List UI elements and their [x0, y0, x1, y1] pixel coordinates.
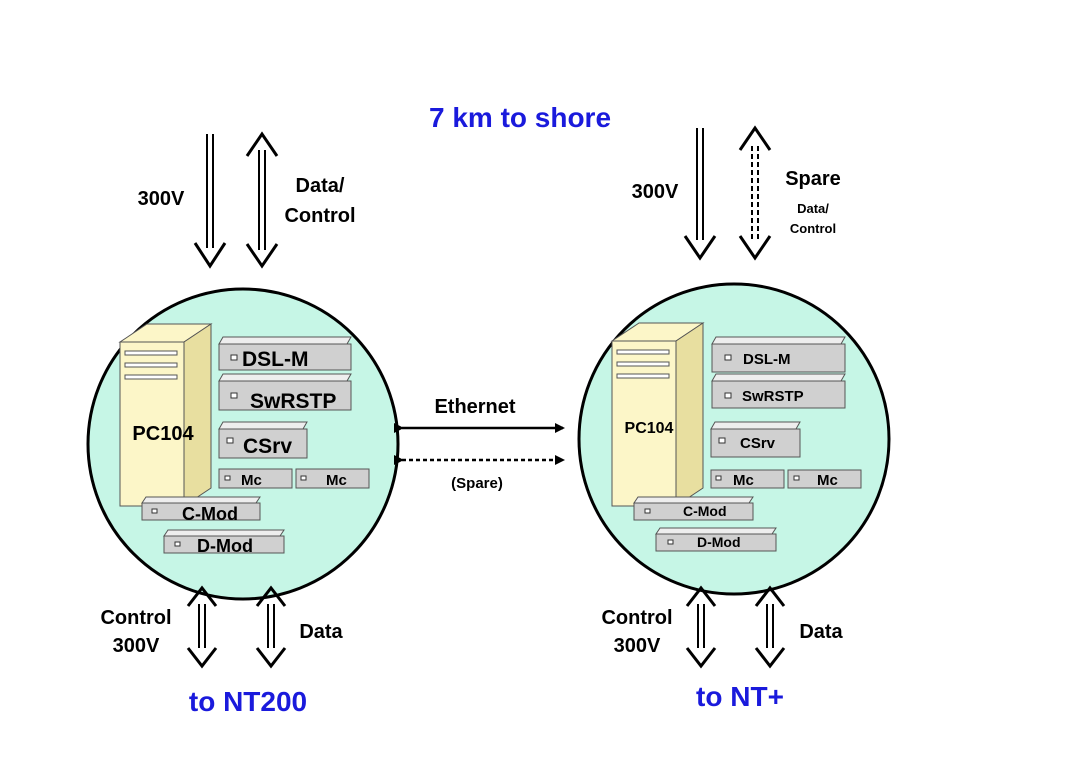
right-pc104-tower: [610, 322, 705, 507]
left-top-data-label-1: Data/: [296, 175, 345, 197]
right-data-bottom-bidir-arrow: [754, 585, 786, 669]
left-bottom-power-label: 300V: [113, 635, 160, 657]
left-mc1-label: Mc: [241, 472, 262, 489]
left-dmod-label: D-Mod: [197, 536, 253, 556]
left-control-power-bidir-arrow: [186, 585, 218, 669]
left-bottom-control-label: Control: [100, 607, 171, 629]
left-top-power-label: 300V: [138, 188, 185, 210]
left-node: 300V Data/ Control PC104 DSL-M SwRSTP: [86, 131, 400, 717]
left-mc2-module: [295, 468, 370, 489]
left-power-down-arrow: [193, 134, 227, 269]
left-data-control-bidir-arrow: [245, 131, 279, 269]
right-mc1-module: [710, 469, 785, 489]
right-destination-label: to NT+: [696, 681, 784, 712]
left-csrv-label: CSrv: [243, 435, 292, 458]
right-bottom-power-label: 300V: [614, 635, 661, 657]
left-swrstp-module: [218, 373, 352, 411]
left-top-data-label-2: Control: [284, 205, 355, 227]
left-csrv-module: [218, 421, 308, 459]
right-bottom-control-label: Control: [601, 607, 672, 629]
right-control-power-bidir-arrow: [685, 585, 717, 669]
right-pc104-label: PC104: [625, 420, 674, 437]
right-mc2-module: [787, 469, 862, 489]
right-top-spare-label: Spare: [785, 168, 841, 190]
right-csrv-label: CSrv: [740, 435, 776, 452]
left-swrstp-label: SwRSTP: [250, 390, 336, 413]
right-dslm-label: DSL-M: [743, 351, 791, 368]
right-mc2-label: Mc: [817, 472, 838, 489]
left-destination-label: to NT200: [189, 686, 307, 717]
left-cmod-label: C-Mod: [182, 504, 238, 524]
spare-link-label: (Spare): [451, 475, 503, 492]
right-dmod-module: [655, 527, 777, 552]
right-top-power-label: 300V: [632, 181, 679, 203]
right-power-down-arrow: [683, 128, 717, 261]
right-swrstp-label: SwRSTP: [742, 388, 804, 405]
right-node: 300V Spare Data/ Control PC104 DSL-M SwR…: [577, 125, 891, 712]
right-top-data-label-2: Control: [790, 221, 836, 236]
left-dslm-label: DSL-M: [242, 348, 309, 371]
left-dmod-module: [163, 529, 285, 554]
left-dslm-module: [218, 336, 352, 371]
diagram-title: 7 km to shore: [429, 102, 611, 133]
right-csrv-module: [710, 421, 801, 458]
right-swrstp-module: [711, 373, 846, 409]
right-spare-bidir-arrow: [738, 125, 772, 261]
left-pc104-tower: [118, 323, 213, 507]
right-cmod-module: [633, 496, 754, 521]
right-top-data-label-1: Data/: [797, 201, 829, 216]
left-data-bottom-bidir-arrow: [255, 585, 287, 669]
left-pc104-label: PC104: [132, 423, 194, 445]
right-cmod-label: C-Mod: [683, 503, 727, 519]
left-cmod-module: [141, 496, 261, 521]
left-mc1-module: [218, 468, 293, 489]
right-dslm-module: [711, 336, 846, 373]
right-mc1-label: Mc: [733, 472, 754, 489]
ethernet-label: Ethernet: [434, 396, 515, 418]
left-bottom-data-label: Data: [299, 621, 343, 643]
left-mc2-label: Mc: [326, 472, 347, 489]
right-bottom-data-label: Data: [799, 621, 843, 643]
right-dmod-label: D-Mod: [697, 534, 741, 550]
